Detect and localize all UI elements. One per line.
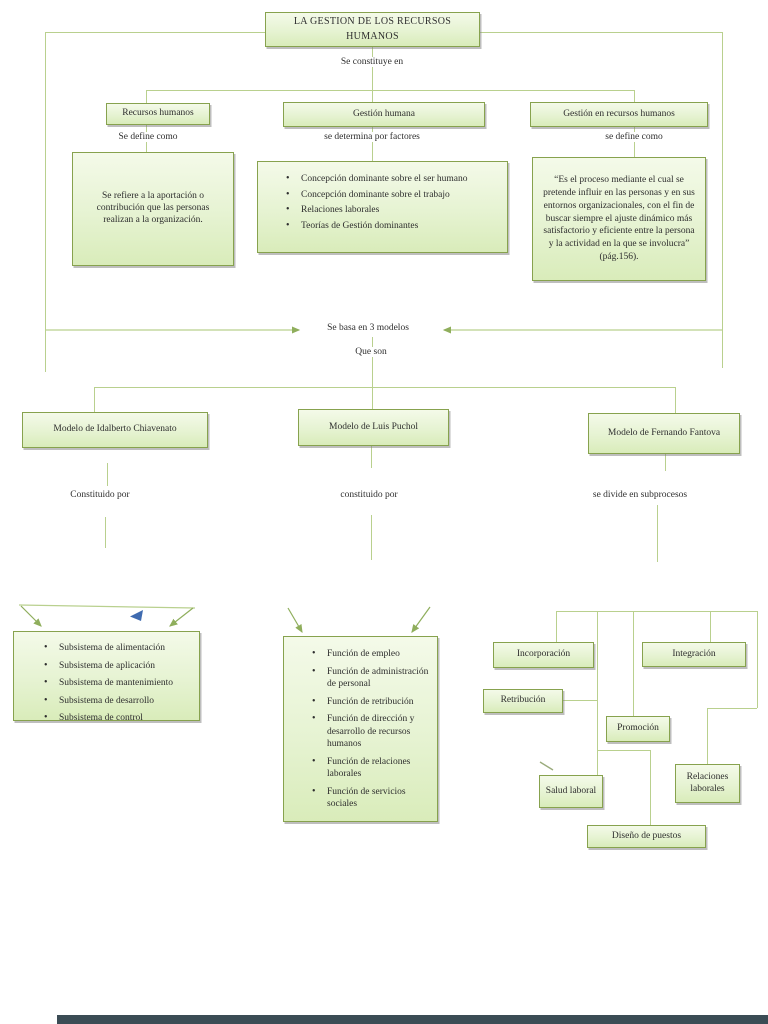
node-gestion-en-recursos-humanos: Gestión en recursos humanos xyxy=(530,102,708,127)
node-modelo-chiavenato: Modelo de Idalberto Chiavenato xyxy=(22,412,208,448)
list-item: Función de servicios sociales xyxy=(312,785,430,811)
page-title: LA GESTION DE LOS RECURSOS HUMANOS xyxy=(293,16,452,42)
node-label: Incorporación xyxy=(516,649,571,660)
node-label: Relaciones laborales xyxy=(686,771,729,794)
node-recursos-humanos: Recursos humanos xyxy=(106,103,210,125)
label-se-define-como-der: se define como xyxy=(602,132,666,142)
list-item: Subsistema de desarrollo xyxy=(44,694,173,708)
connector-line xyxy=(94,387,675,388)
node-factores: Concepción dominante sobre el ser humano… xyxy=(257,161,508,253)
label-se-basa-en-3-modelos: Se basa en 3 modelos xyxy=(324,323,412,333)
node-gestion-humana: Gestión humana xyxy=(283,102,485,127)
subsistemas-list: Subsistema de alimentación Subsistema de… xyxy=(17,634,177,730)
list-item: Función de relaciones laborales xyxy=(312,755,430,781)
connector-line xyxy=(371,446,372,468)
label-que-son: Que son xyxy=(352,347,390,357)
connector-line xyxy=(105,517,106,548)
cursor-arrow-icon xyxy=(130,610,143,621)
connector-line xyxy=(633,611,634,716)
list-item: Relaciones laborales xyxy=(286,203,467,217)
node-modelo-fantova: Modelo de Fernando Fantova xyxy=(588,413,740,454)
node-label: Promoción xyxy=(617,723,659,734)
node-label: Retribución xyxy=(500,695,546,706)
funciones-list: Función de empleo Función de administrac… xyxy=(287,639,434,816)
node-integracion: Integración xyxy=(642,642,746,667)
node-root-title: LA GESTION DE LOS RECURSOS HUMANOS xyxy=(265,12,480,47)
left-fork-top-line xyxy=(18,604,196,609)
definition-text: Se refiere a la aportación o contribució… xyxy=(96,191,210,225)
connector-line xyxy=(707,708,708,764)
node-subsistemas: Subsistema de alimentación Subsistema de… xyxy=(13,631,200,724)
list-item: Concepción dominante sobre el trabajo xyxy=(286,188,467,202)
node-label: Salud laboral xyxy=(545,785,597,796)
node-promocion: Promoción xyxy=(606,716,670,742)
list-item: Subsistema de alimentación xyxy=(44,641,173,655)
node-modelo-puchol: Modelo de Luis Puchol xyxy=(298,409,449,446)
connector-line xyxy=(563,700,597,701)
connector-line xyxy=(107,463,108,486)
connector-line xyxy=(597,750,650,751)
connector-line xyxy=(372,387,373,409)
connector-line xyxy=(371,515,372,560)
node-diseno-de-puestos: Diseño de puestos xyxy=(587,825,706,848)
label-se-divide-en-subprocesos: se divide en subprocesos xyxy=(589,490,691,500)
node-label: Modelo de Luis Puchol xyxy=(329,421,418,432)
connector-line xyxy=(707,708,757,709)
list-item: Función de administración de personal xyxy=(312,665,430,691)
connector-line xyxy=(657,505,658,562)
list-item: Teorías de Gestión dominantes xyxy=(286,219,467,233)
factores-list: Concepción dominante sobre el ser humano… xyxy=(261,164,471,235)
list-item: Función de empleo xyxy=(312,647,430,661)
connector-line xyxy=(94,387,95,412)
connector-line xyxy=(372,47,373,90)
connector-line xyxy=(675,387,676,413)
node-definicion-recursos-humanos: Se refiere a la aportación o contribució… xyxy=(72,152,234,266)
list-item: Subsistema de aplicación xyxy=(44,659,173,673)
node-retribucion: Retribución xyxy=(483,689,563,713)
connector-line xyxy=(757,611,758,708)
node-label: Gestión humana xyxy=(352,108,415,119)
label-constituido-por-centro: constituido por xyxy=(337,490,401,500)
connector-line xyxy=(710,611,711,642)
connector-line xyxy=(45,32,46,372)
mid-fork-arrow-left xyxy=(287,607,303,634)
list-item: Función de retribución xyxy=(312,695,430,709)
label-se-determina-por-factores: se determina por factores xyxy=(321,132,423,142)
node-label: Modelo de Fernando Fantova xyxy=(607,427,721,438)
node-label: Diseño de puestos xyxy=(611,830,682,841)
list-item: Concepción dominante sobre el ser humano xyxy=(286,172,468,186)
connector-line xyxy=(372,337,373,387)
stray-tick-line xyxy=(539,761,554,771)
node-salud-laboral: Salud laboral xyxy=(539,775,603,808)
node-relaciones-laborales: Relaciones laborales xyxy=(675,764,740,803)
list-item: Subsistema de control xyxy=(44,711,173,725)
mid-fork-arrow-right xyxy=(411,606,431,633)
list-item: Función de dirección y desarrollo de rec… xyxy=(312,712,430,751)
label-constituido-por-izq: Constituido por xyxy=(67,490,133,500)
quote-text: “Es el proceso mediante el cual se prete… xyxy=(543,175,695,263)
connector-line xyxy=(665,454,666,471)
connector-line xyxy=(146,90,634,91)
label-se-constituye-en: Se constituye en xyxy=(337,57,407,67)
connector-line xyxy=(556,611,758,612)
node-label: Gestión en recursos humanos xyxy=(563,108,675,119)
node-label: Recursos humanos xyxy=(122,108,194,119)
node-label: Modelo de Idalberto Chiavenato xyxy=(53,424,177,435)
connector-line xyxy=(722,32,723,368)
page-edge-bar xyxy=(57,1015,768,1024)
node-label: Integración xyxy=(672,648,716,659)
left-fork-arrow-left xyxy=(20,605,42,627)
left-fork-arrow-right xyxy=(169,607,194,627)
label-se-define-como-izq: Se define como xyxy=(115,132,181,142)
connector-line xyxy=(597,611,598,775)
connector-line xyxy=(556,611,557,642)
node-definicion-gestion-rrhh: “Es el proceso mediante el cual se prete… xyxy=(532,157,706,281)
node-incorporacion: Incorporación xyxy=(493,642,594,668)
connector-line xyxy=(650,750,651,825)
connector-line xyxy=(480,32,722,33)
node-funciones: Función de empleo Función de administrac… xyxy=(283,636,438,822)
connector-line xyxy=(45,32,265,33)
list-item: Subsistema de mantenimiento xyxy=(44,676,173,690)
